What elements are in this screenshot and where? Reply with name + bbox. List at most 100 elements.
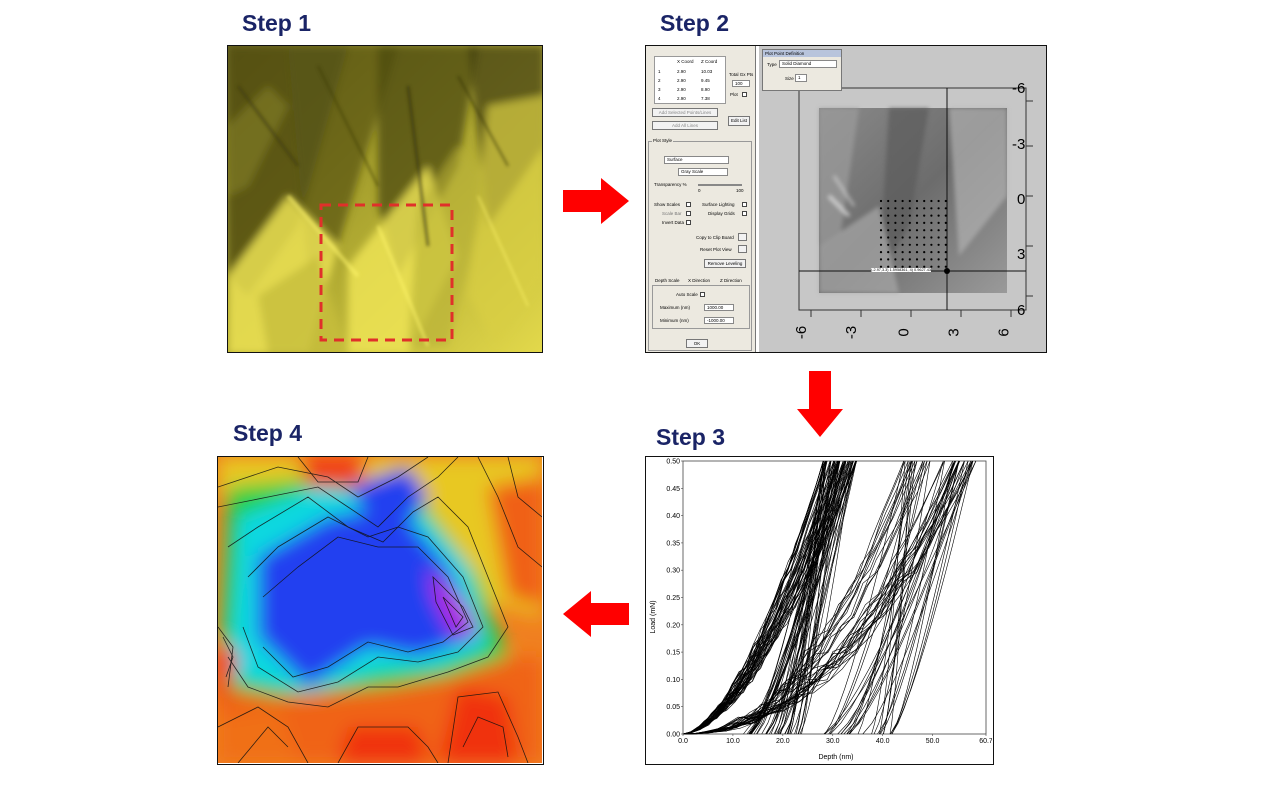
transparency-slider[interactable] <box>698 184 742 186</box>
x-tick-3: 0 <box>895 328 913 337</box>
tab-x-direction[interactable]: X Direction <box>688 278 711 283</box>
tab-z-direction[interactable]: Z Direction <box>720 278 742 283</box>
y-tick-label: 0.10 <box>666 677 680 684</box>
indent-dot <box>915 214 919 217</box>
indent-dot <box>879 251 883 254</box>
indent-dot <box>879 199 883 203</box>
maximum-field[interactable]: 1000.00 <box>704 304 734 311</box>
plot-style-title: Plot Style <box>652 138 674 143</box>
indent-dot <box>894 258 897 261</box>
y-tick-label: 0.50 <box>666 459 680 466</box>
unloading-curve <box>879 460 945 735</box>
scale-bar-checkbox[interactable] <box>686 211 691 216</box>
unloading-curve <box>750 460 854 735</box>
indent-dot <box>937 199 940 203</box>
x-tick-1: -6 <box>793 325 811 340</box>
indent-dot <box>944 251 947 254</box>
indent-dot <box>915 265 919 268</box>
tab-depth-scale[interactable]: Depth Scale <box>655 278 680 283</box>
show-scales-checkbox[interactable] <box>686 202 691 207</box>
indent-dot <box>894 236 897 239</box>
contour-lines <box>218 457 543 764</box>
type-label: Type <box>767 62 777 67</box>
surface-lighting-checkbox[interactable] <box>742 202 747 207</box>
row-1-z: 10.03 <box>701 69 713 74</box>
indent-dot <box>944 221 947 224</box>
row-1-x: 2.90 <box>677 69 686 74</box>
reset-view-button[interactable] <box>738 245 747 253</box>
row-3-idx: 3 <box>658 87 661 92</box>
row-1-idx: 1 <box>658 69 661 74</box>
display-grids-checkbox[interactable] <box>742 211 747 216</box>
indent-dot <box>915 229 919 232</box>
indent-dot <box>937 229 940 232</box>
loading-curve <box>682 460 839 735</box>
indent-dot <box>887 265 890 268</box>
indent-dot <box>887 207 890 210</box>
color-map-select[interactable]: Gray Scale <box>678 168 728 176</box>
type-select[interactable]: Solid Diamond <box>779 60 837 68</box>
indent-dot <box>908 251 911 254</box>
indent-dot <box>944 236 947 239</box>
indent-dot <box>937 258 940 261</box>
loading-curve <box>682 460 851 735</box>
indent-dot <box>901 214 904 217</box>
crosshair-point[interactable] <box>944 268 950 274</box>
plot-checkbox[interactable] <box>742 92 747 97</box>
edit-list-button[interactable]: Edit List <box>728 116 750 126</box>
style-select[interactable]: Surface <box>664 156 729 164</box>
minimum-field[interactable]: -1000.00 <box>704 317 734 324</box>
x-tick-label: 40.0 <box>876 738 890 745</box>
step-4-label: Step 4 <box>233 420 303 446</box>
loading-curve <box>682 460 972 735</box>
invert-data-checkbox[interactable] <box>686 220 691 225</box>
y-tick-label: 0.40 <box>666 513 680 520</box>
row-4-z: 7.38 <box>701 96 710 101</box>
loading-curve <box>682 460 826 735</box>
indent-dot <box>923 229 926 232</box>
indent-dot <box>944 229 947 232</box>
add-all-button[interactable]: Add All Lines <box>652 121 718 130</box>
indent-dot <box>915 207 919 210</box>
indent-dot <box>923 214 926 217</box>
unloading-curve <box>837 460 960 735</box>
indent-dot <box>908 221 911 224</box>
indent-dot <box>887 214 890 217</box>
unloading-curve <box>883 460 913 735</box>
row-3-z: 8.90 <box>701 87 710 92</box>
indent-dot <box>908 236 911 239</box>
indent-dot <box>915 236 919 239</box>
indent-dot <box>894 229 897 232</box>
indent-dot <box>901 243 904 246</box>
microscopy-texture <box>228 46 542 352</box>
indent-dot <box>915 221 919 224</box>
indent-dot <box>915 258 919 261</box>
indent-dot <box>930 258 933 261</box>
total-field[interactable]: 100 <box>732 80 750 87</box>
y-tick-label: 0.20 <box>666 622 680 629</box>
y-tick-label: 0.15 <box>666 650 680 657</box>
step-1-microscopy-image <box>227 45 543 353</box>
scale-bar-label: Scale Bar <box>662 211 682 216</box>
indent-dot <box>923 251 926 254</box>
indent-dot <box>879 265 883 268</box>
indent-dot <box>923 265 926 268</box>
indent-dot <box>879 207 883 210</box>
size-field[interactable]: 1 <box>795 74 807 82</box>
indent-dot <box>894 251 897 254</box>
remove-leveling-button[interactable]: Remove Leveling <box>704 259 746 268</box>
indent-dot <box>887 221 890 224</box>
ok-button[interactable]: OK <box>686 339 708 348</box>
unloading-curve <box>862 460 973 735</box>
add-selected-button[interactable]: Add Selected Points/Lines <box>652 108 718 117</box>
unloading-curve <box>797 460 839 735</box>
plot-label: Plot <box>730 92 738 97</box>
auto-scale-checkbox[interactable] <box>700 292 705 297</box>
step-1-label: Step 1 <box>242 10 312 36</box>
copy-clipboard-button[interactable] <box>738 233 747 241</box>
indent-dot <box>923 258 926 261</box>
indent-dot <box>887 251 890 254</box>
reset-view-label: Reset Plot View <box>700 247 732 252</box>
indent-dot <box>930 229 933 232</box>
